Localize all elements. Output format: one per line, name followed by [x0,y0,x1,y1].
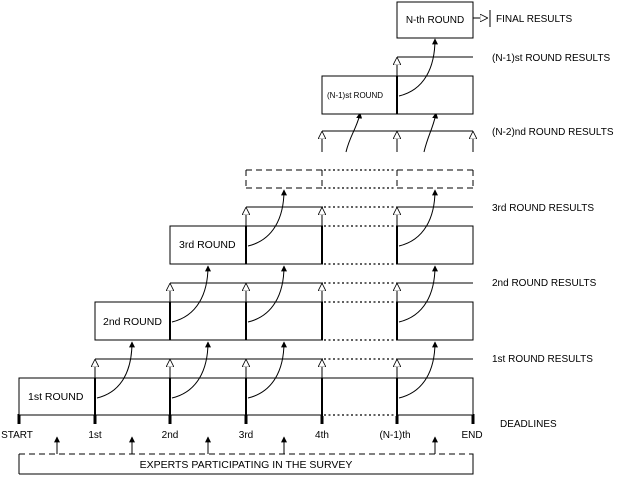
deadlines-label: DEADLINES [500,419,557,430]
row-2nd-round: 2nd ROUND [94,301,474,342]
row-nth-round: N-th ROUND [396,1,474,39]
experts-group: EXPERTS PARTICIPATING IN THE SURVEY [18,436,474,475]
deadline-4th-label: 4th [315,430,329,441]
deadline-2nd-label: 2nd [162,430,179,441]
curve-r1-3 [247,341,287,399]
label-nth-round: N-th ROUND [406,15,464,26]
deadline-1st-label: 1st [88,430,102,441]
experts-label: EXPERTS PARTICIPATING IN THE SURVEY [140,459,353,471]
box-2nd-round [94,301,474,341]
curve-r1-2 [171,341,211,399]
deadline-n1-label: (N-1)th [379,430,410,441]
curve-r1-4 [398,341,438,399]
box-nth-round [396,1,474,39]
curve-n2-2 [423,112,439,153]
label-2nd-round: 2nd ROUND [103,316,162,328]
row-n1-round: (N-1)st ROUND [321,75,474,115]
row1-dots-mask [323,414,396,416]
curve-r2-3 [398,265,438,323]
curve-n2-1 [345,112,363,153]
curve-r2-1 [171,265,211,323]
curve-r1-1 [96,341,135,399]
curve-n1 [398,38,438,97]
results-n2-label: (N-2)nd ROUND RESULTS [492,127,614,138]
final-results-label: FINAL RESULTS [496,14,572,25]
results-2nd-label: 2nd ROUND RESULTS [492,278,597,289]
row-3rd-round: 3rd ROUND [169,225,474,266]
label-3rd-round: 3rd ROUND [179,239,236,251]
results-1st-label: 1st ROUND RESULTS [492,354,593,365]
deadline-3rd-label: 3rd [239,430,253,441]
deadline-end-label: END [461,430,482,441]
results-n1-label: (N-1)st ROUND RESULTS [492,53,610,64]
label-1st-round: 1st ROUND [28,391,84,403]
label-n1-round: (N-1)st ROUND [327,91,383,100]
row-dashed-continuation [245,169,474,189]
row-1st-round: 1st ROUND [18,377,474,416]
deadline-start-label: START [1,430,33,441]
curve-r2-2 [247,265,287,323]
curve-r3-1 [247,189,287,247]
deadline-axis: START 1st 2nd 3rd 4th (N-1)th END DEADLI… [1,414,557,441]
results-3rd-label: 3rd ROUND RESULTS [492,203,594,214]
curve-r3-2 [398,189,438,247]
